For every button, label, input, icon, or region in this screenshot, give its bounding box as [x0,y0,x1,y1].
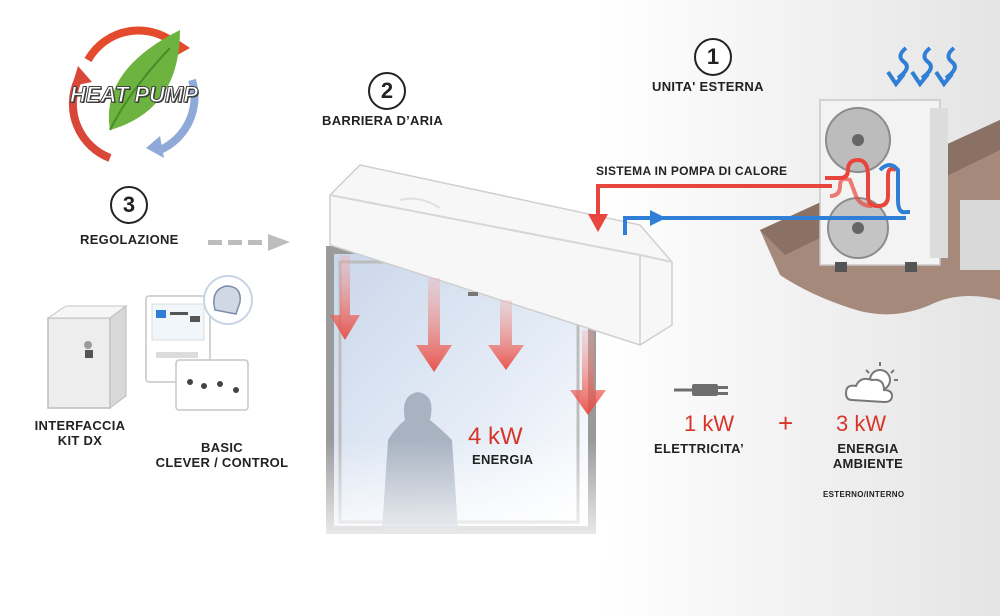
interface-label-line2: KIT DX [30,433,130,448]
step-2-number: 2 [368,72,406,110]
plus-sign: + [778,408,793,439]
control-label: BASIC CLEVER / CONTROL [142,440,302,470]
step-3-number: 3 [110,186,148,224]
step-3-label: REGOLAZIONE [80,232,179,247]
interface-label: INTERFACCIA KIT DX [30,418,130,448]
energy-label: ENERGIA [472,452,533,467]
ambient-label-line2: AMBIENTE [818,456,918,471]
step-1-number: 1 [694,38,732,76]
system-label: SISTEMA IN POMPA DI CALORE [596,164,787,178]
ambient-label: ENERGIA AMBIENTE [818,441,918,471]
ambient-value: 3 kW [836,411,886,437]
interface-kit-box [48,306,126,408]
step-1-label: UNITA' ESTERNA [652,79,764,94]
ambient-note: ESTERNO/INTERNO [823,490,904,499]
regulation-arrow [208,234,290,251]
energy-value: 4 kW [468,423,523,451]
step-2-label: BARRIERA D’ARIA [322,113,443,128]
electricity-value: 1 kW [684,411,734,437]
electricity-label: ELETTRICITA’ [654,441,744,456]
control-label-line1: BASIC [142,440,302,455]
control-label-line2: CLEVER / CONTROL [142,455,302,470]
heat-pump-logo-text: HEAT PUMP [70,82,198,108]
interface-label-line1: INTERFACCIA [30,418,130,433]
ambient-label-line1: ENERGIA [818,441,918,456]
brain-icon [204,276,252,324]
